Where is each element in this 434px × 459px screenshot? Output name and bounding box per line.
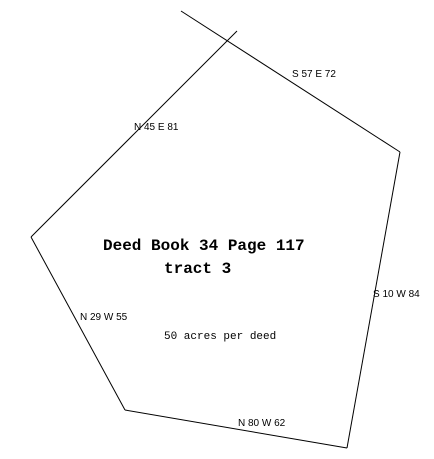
boundary-line-n80w: [124, 409, 348, 449]
boundary-line-s10w: [346, 151, 401, 449]
tract-number-title: tract 3: [164, 260, 231, 278]
call-label-s10w: S 10 W 84: [373, 289, 420, 300]
deed-reference-title: Deed Book 34 Page 117: [103, 237, 305, 255]
call-label-s57e: S 57 E 72: [292, 69, 336, 80]
call-label-n45e: N 45 E 81: [134, 122, 179, 133]
acreage-note: 50 acres per deed: [164, 331, 276, 343]
call-label-n80w: N 80 W 62: [238, 418, 286, 429]
boundary-line-n29w: [30, 236, 126, 411]
boundary-line-s57e: [180, 10, 401, 153]
boundary-line-n45e: [30, 30, 238, 238]
call-label-n29w: N 29 W 55: [80, 312, 128, 323]
